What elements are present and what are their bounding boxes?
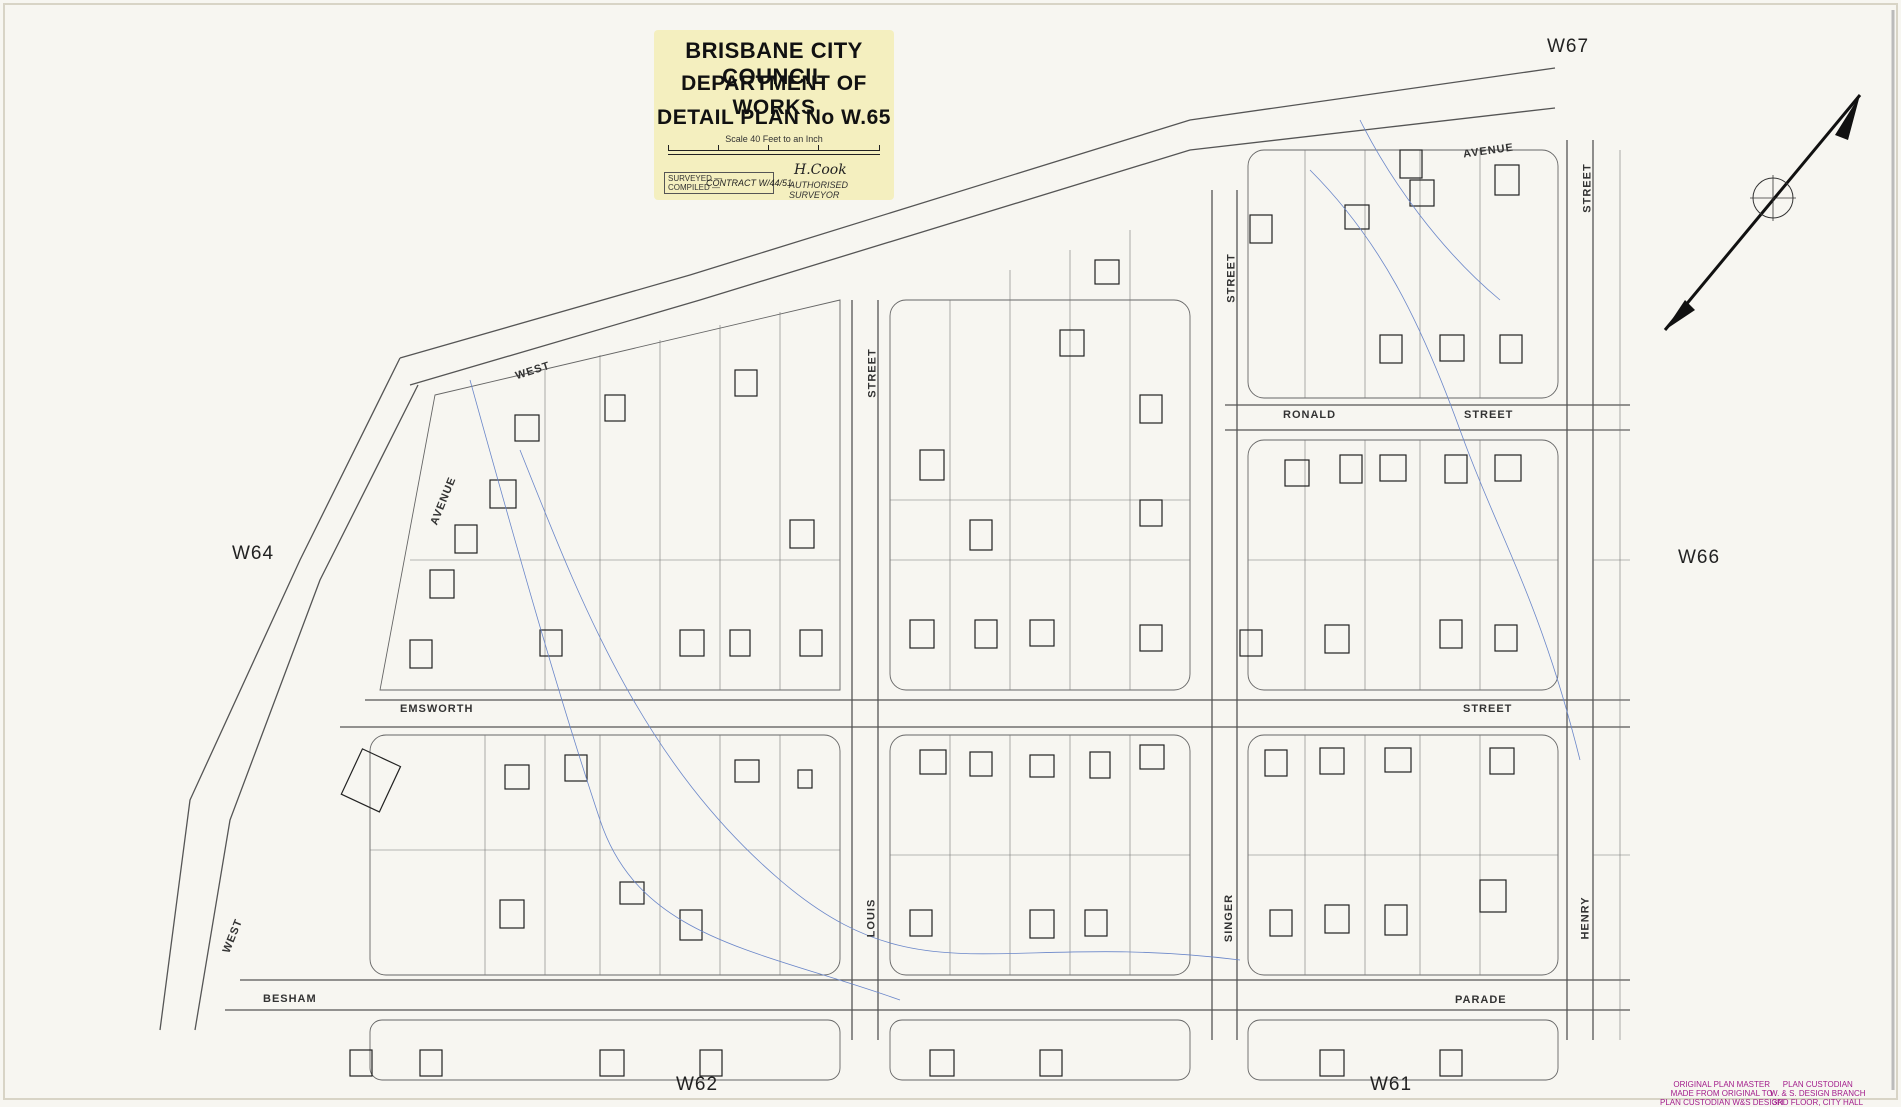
stamp-right-line-1: PLAN CUSTODIAN: [1782, 1080, 1853, 1089]
scale-text: Scale 40 Feet to an Inch: [725, 134, 823, 144]
block-outlines: [369, 149, 1559, 1081]
sheet-ref-east: W66: [1678, 547, 1721, 568]
north-arrow: [1663, 94, 1862, 331]
street-label-parade: PARADE: [1455, 994, 1507, 1006]
street-label-singer: SINGER: [1223, 893, 1236, 943]
scale-bar: [668, 145, 880, 155]
surveyor-signature: H.Cook: [794, 162, 847, 178]
title-plan-number: DETAIL PLAN No W.65: [657, 106, 891, 129]
sheet-ref-south-left: W62: [676, 1074, 719, 1095]
sheet-ref-north: W67: [1547, 36, 1590, 57]
sheet-ref-west: W64: [232, 543, 275, 564]
street-label-louis-upper: STREET: [866, 348, 879, 398]
house-footprints: [340, 149, 1523, 1077]
stamp-left-line-2: MADE FROM ORIGINAL TO: [1670, 1089, 1773, 1098]
title-block: BRISBANE CITY COUNCIL DEPARTMENT OF WORK…: [654, 30, 894, 200]
surveyed-label: SURVEYED —: [668, 174, 723, 183]
lot-lines: [370, 150, 1630, 1040]
street-label-louis: LOUIS: [865, 898, 878, 938]
street-label-emsworth: EMSWORTH: [400, 703, 474, 715]
sheet-border: [3, 3, 1898, 1100]
sheet-ref-south-right: W61: [1370, 1074, 1413, 1095]
road-edges: [159, 67, 1630, 1040]
street-label-ronald: RONALD: [1283, 409, 1337, 421]
stamp-left-line-1: ORIGINAL PLAN MASTER: [1673, 1080, 1771, 1089]
street-label-ronald-street: STREET: [1464, 409, 1514, 421]
surveyor-label: AUTHORISED SURVEYOR: [789, 180, 849, 200]
street-label-street-upper: STREET: [1225, 253, 1238, 303]
compiled-label: COMPILED —: [668, 183, 721, 192]
street-label-emsworth-street: STREET: [1463, 703, 1513, 715]
title-council: BRISBANE CITY COUNCIL: [685, 38, 863, 89]
contract-number: CONTRACT W/44/51.: [706, 178, 795, 188]
contour-lines: [469, 119, 1581, 1001]
survey-box: SURVEYED — COMPILED —: [664, 172, 774, 194]
street-label-henry: HENRY: [1579, 896, 1592, 940]
title-department: DEPARTMENT OF WORKS: [681, 72, 867, 119]
street-label-street-ne: STREET: [1581, 163, 1594, 213]
stamp-right-line-2: W. & S. DESIGN BRANCH: [1770, 1089, 1866, 1098]
street-label-besham: BESHAM: [263, 993, 317, 1005]
